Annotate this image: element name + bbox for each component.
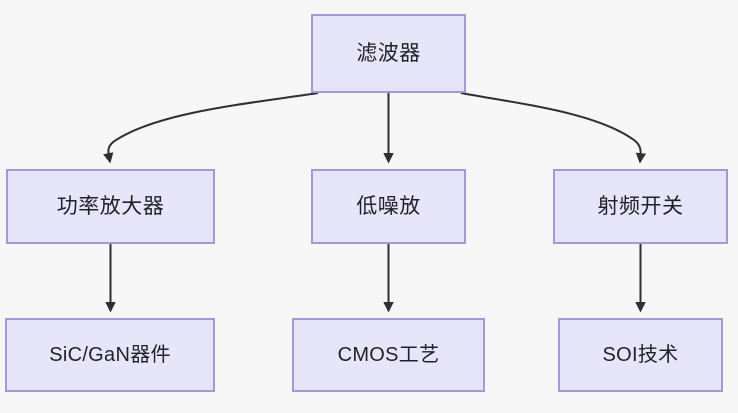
edge-root-to-switch (460, 92, 647, 164)
node-soi-technology-label: SOI技术 (602, 344, 679, 366)
edge-root-to-pa (103, 92, 319, 164)
node-sic-gan-device-label: SiC/GaN器件 (49, 344, 171, 366)
node-low-noise-amplifier[interactable]: 低噪放 (311, 169, 466, 244)
node-power-amplifier-label: 功率放大器 (56, 194, 165, 218)
node-cmos-process-label: CMOS工艺 (337, 344, 440, 366)
node-sic-gan-device[interactable]: SiC/GaN器件 (5, 318, 215, 392)
node-rf-switch[interactable]: 射频开关 (553, 169, 728, 244)
node-filter-label: 滤波器 (356, 41, 421, 65)
node-soi-technology[interactable]: SOI技术 (558, 318, 723, 392)
node-rf-switch-label: 射频开关 (597, 194, 684, 218)
node-power-amplifier[interactable]: 功率放大器 (6, 169, 215, 244)
node-low-noise-amplifier-label: 低噪放 (356, 194, 421, 218)
node-filter[interactable]: 滤波器 (311, 14, 466, 93)
node-cmos-process[interactable]: CMOS工艺 (292, 318, 485, 392)
